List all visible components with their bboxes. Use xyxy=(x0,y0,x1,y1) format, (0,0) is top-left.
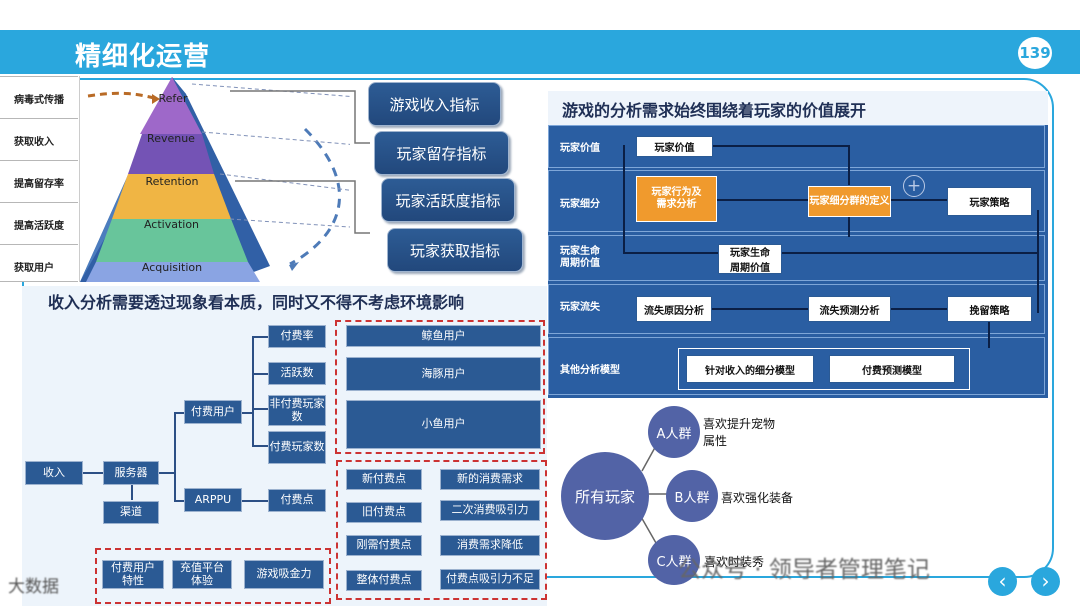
user-dolphin: 海豚用户 xyxy=(346,357,541,391)
box-revenue-model: 针对收入的细分模型 xyxy=(686,355,814,383)
pyramid-scale: 病毒式传播 获取收入 提高留存率 提高活跃度 获取用户 xyxy=(0,76,80,282)
point-new: 新付费点 xyxy=(346,469,422,490)
scale-item-5: 获取用户 xyxy=(14,259,54,274)
node-paying-users: 付费用户 xyxy=(184,400,242,424)
group-a-description: 喜欢提升宠物 属性 xyxy=(703,416,775,450)
pyramid-layer-refer: Refer xyxy=(149,92,197,105)
slide-title: 精细化运营 xyxy=(75,36,210,73)
page-number: 139 xyxy=(1018,37,1052,69)
box-player-value: 玩家价值 xyxy=(636,136,713,157)
point-demand-down: 消费需求降低 xyxy=(440,535,540,556)
node-payment-rate: 付费率 xyxy=(268,325,326,348)
point-attraction-low: 付费点吸引力不足 xyxy=(440,569,540,590)
group-b-description: 喜欢强化装备 xyxy=(721,489,793,506)
scale-item-3: 提高留存率 xyxy=(14,175,64,190)
pyramid-layer-retention: Retention xyxy=(128,175,216,188)
box-behavior: 玩家行为及 需求分析 xyxy=(636,176,717,222)
factor-recharge: 充值平台 体验 xyxy=(172,560,232,589)
node-nonpaying: 非付费玩家数 xyxy=(268,395,326,426)
node-arppu: ARPPU xyxy=(184,488,242,512)
row-models: 其他分析模型 xyxy=(560,361,620,376)
node-server: 服务器 xyxy=(103,461,159,485)
group-a-circle: A人群 xyxy=(648,406,700,458)
next-page-button[interactable]: › xyxy=(1031,567,1060,596)
box-strategy: 玩家策略 xyxy=(947,187,1032,216)
pyramid-layer-revenue: Revenue xyxy=(132,132,210,145)
point-essential: 刚需付费点 xyxy=(346,535,422,556)
row-lifecycle: 玩家生命 周期价值 xyxy=(560,246,600,270)
factor-game-monetization: 游戏吸金力 xyxy=(244,560,324,589)
node-payment-point: 付费点 xyxy=(268,489,326,512)
node-paying-count: 付费玩家数 xyxy=(268,431,326,464)
box-lifecycle: 玩家生命 周期价值 xyxy=(718,244,782,274)
indicator-retention: 玩家留存指标 xyxy=(374,131,509,175)
user-whale: 鲸鱼用户 xyxy=(346,325,541,347)
point-new-demand: 新的消费需求 xyxy=(440,469,540,490)
indicator-activity: 玩家活跃度指标 xyxy=(381,178,515,222)
group-b-circle: B人群 xyxy=(666,470,718,522)
point-old: 旧付费点 xyxy=(346,502,422,523)
left-watermark: 大数据 xyxy=(8,572,59,597)
previous-page-button[interactable]: ‹ xyxy=(988,567,1017,596)
indicator-acquisition: 玩家获取指标 xyxy=(387,228,523,272)
all-players-circle: 所有玩家 xyxy=(561,452,649,540)
point-second-purchase: 二次消费吸引力 xyxy=(440,500,540,521)
indicator-revenue: 游戏收入指标 xyxy=(368,82,501,126)
row-segment: 玩家细分 xyxy=(560,195,600,210)
pyramid-layer-activation: Activation xyxy=(124,218,219,231)
scale-item-4: 提高活跃度 xyxy=(14,217,64,232)
pyramid-layer-acquisition: Acquisition xyxy=(126,261,218,274)
player-value-heading: 游戏的分析需求始终围绕着玩家的价值展开 xyxy=(562,97,866,121)
box-retention: 挽留策略 xyxy=(947,296,1032,322)
revenue-heading: 收入分析需要透过现象看本质，同时又不得不考虑环境影响 xyxy=(48,289,464,313)
box-churn-reason: 流失原因分析 xyxy=(636,296,712,322)
node-active-users: 活跃数 xyxy=(268,362,326,385)
point-overall: 整体付费点 xyxy=(346,570,422,591)
box-churn-predict: 流失预测分析 xyxy=(808,296,891,322)
row-value: 玩家价值 xyxy=(560,139,600,154)
scale-item-2: 获取收入 xyxy=(14,133,54,148)
factor-user-trait: 付费用户 特性 xyxy=(102,560,164,589)
user-minnow: 小鱼用户 xyxy=(346,400,541,449)
right-watermark: 公众号 · 领导者管理笔记 xyxy=(678,550,930,584)
box-segment-definition: 玩家细分群的定义 xyxy=(808,186,891,217)
node-channel: 渠道 xyxy=(103,501,159,524)
box-payment-model: 付费预测模型 xyxy=(829,355,955,383)
node-income: 收入 xyxy=(25,461,83,485)
scale-item-1: 病毒式传播 xyxy=(14,91,64,106)
plus-icon: + xyxy=(903,175,925,197)
row-churn: 玩家流失 xyxy=(560,298,600,313)
indicator-connectors xyxy=(230,83,375,283)
